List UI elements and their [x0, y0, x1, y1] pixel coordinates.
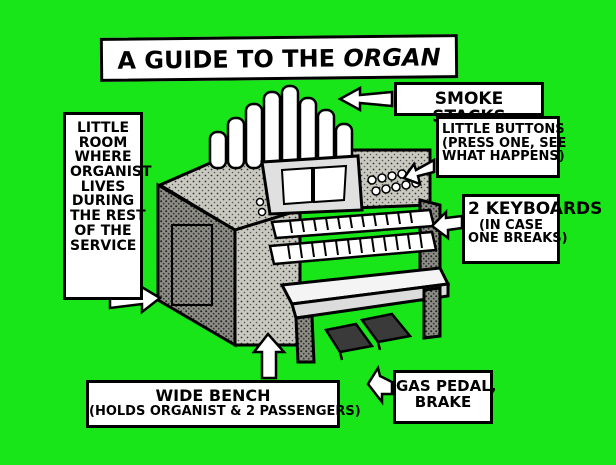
arrow-to-bench	[251, 332, 287, 380]
music-book	[260, 154, 364, 216]
room-line-7: the rest	[70, 208, 146, 225]
title-text: A Guide to the	[117, 44, 344, 75]
arrow-to-smoke-stacks	[337, 85, 394, 113]
arrow-to-keyboards	[430, 208, 464, 241]
buttons-line-1: Little Buttons	[442, 122, 565, 137]
little-room-label: Little room where organist lives during …	[63, 112, 152, 300]
room-line-5: lives	[80, 178, 126, 195]
smoke-stacks-label: Smoke Stacks	[394, 82, 544, 126]
pedals	[323, 312, 413, 361]
room-line-1: Little	[76, 120, 130, 136]
title-emphasis: Organ	[343, 43, 441, 73]
pointer-arrows	[108, 85, 464, 406]
wide-bench-label: Wide Bench (Holds organist & 2 passenger…	[86, 380, 361, 428]
keyboards-line-1: 2 Keyboards	[468, 199, 603, 219]
keyboards-label: 2 Keyboards (In case one breaks)	[462, 194, 603, 264]
buttons-line-2: (Press one, see	[442, 135, 567, 151]
buttons-line-3: what happens)	[442, 149, 565, 165]
room-line-9: service	[70, 237, 137, 254]
bench-line-2: (Holds organist & 2 passengers)	[89, 403, 361, 419]
bench-line-1: Wide Bench	[155, 386, 271, 405]
arrow-to-pedals	[366, 364, 394, 406]
room-line-3: where	[74, 149, 132, 166]
room-line-6: during	[71, 193, 135, 210]
room-line-2: room	[78, 134, 128, 151]
smoke-stacks-pipes	[208, 84, 354, 170]
keyboards-line-3: one breaks)	[468, 231, 568, 247]
title-label: A Guide to the Organ	[99, 34, 459, 82]
pedals-line-2: Brake	[414, 392, 472, 411]
arrow-to-buttons	[402, 157, 436, 187]
wide-bench	[279, 266, 451, 364]
pedals-line-1: Gas Pedal,	[396, 377, 497, 395]
room-line-4: organist	[70, 164, 152, 181]
keyboards-line-2: (In case	[478, 217, 544, 233]
pedals-label: Gas Pedal, Brake	[393, 370, 497, 424]
little-buttons-label: Little Buttons (Press one, see what happ…	[436, 116, 567, 178]
room-line-8: of the	[74, 222, 132, 239]
